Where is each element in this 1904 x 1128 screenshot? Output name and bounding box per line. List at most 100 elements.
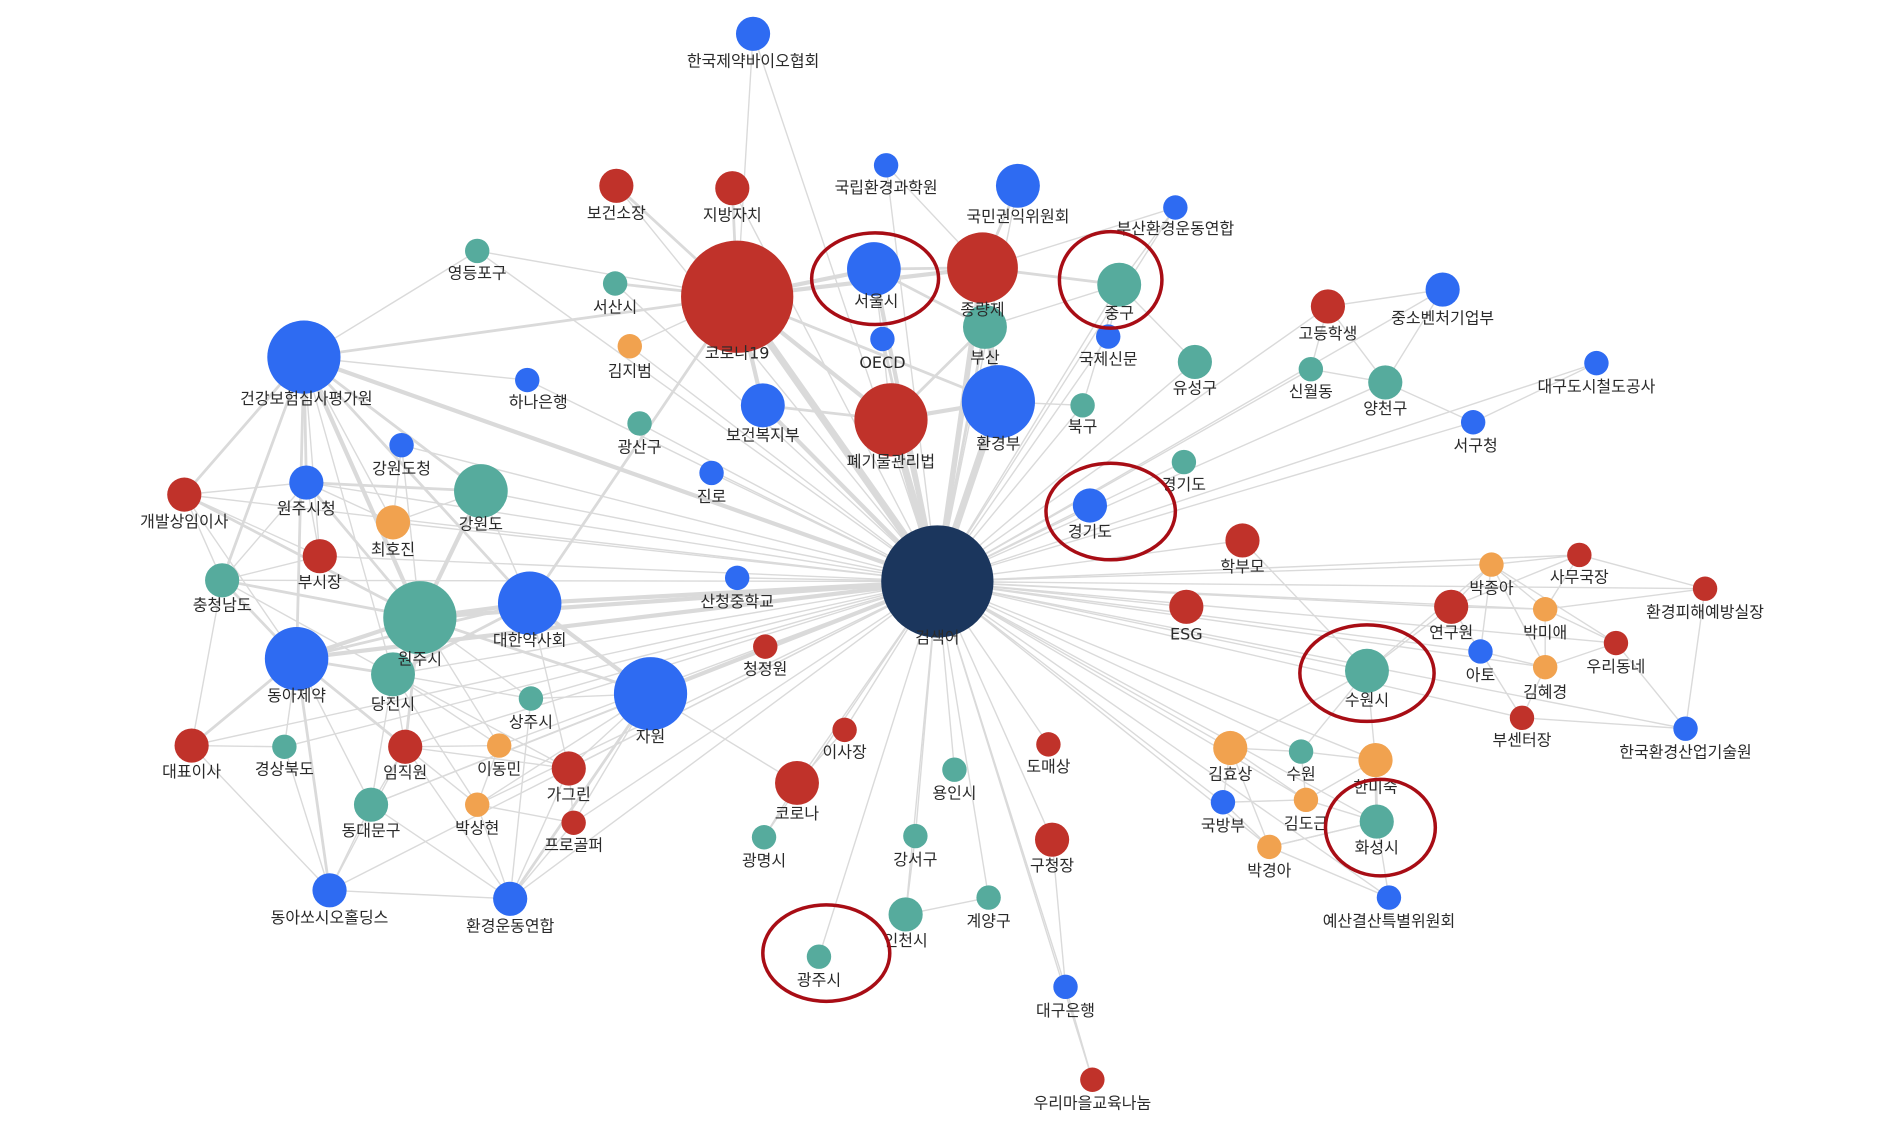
node-국민권익위원회[interactable] [995, 163, 1040, 208]
node-화성시[interactable] [1359, 804, 1394, 839]
node-경기도[interactable] [1072, 488, 1108, 523]
node-영등포구[interactable] [465, 238, 490, 264]
node-보건복지부[interactable] [740, 383, 785, 428]
edge [936, 580, 1368, 672]
node-강원도청[interactable] [389, 432, 414, 458]
node-계양구[interactable] [976, 885, 1001, 910]
node-환경피해예방실장[interactable] [1692, 576, 1718, 601]
node-ESG[interactable] [1169, 589, 1204, 624]
edge [1222, 799, 1307, 803]
node-수원시[interactable] [1345, 648, 1389, 693]
node-부센터장[interactable] [1509, 705, 1535, 731]
node-폐기물관리법[interactable] [854, 383, 928, 457]
node-프로골퍼[interactable] [561, 810, 586, 835]
node-우리마을교육나눔[interactable] [1080, 1067, 1105, 1092]
node-박종아[interactable] [1479, 552, 1504, 577]
node-도매상[interactable] [1036, 732, 1061, 757]
node-박경아[interactable] [1257, 834, 1282, 860]
node-김지범[interactable] [617, 334, 642, 359]
node-보건소장[interactable] [599, 168, 634, 203]
node-동아제약[interactable] [264, 626, 329, 691]
node-박미애[interactable] [1532, 597, 1558, 622]
node-동대문구[interactable] [353, 787, 389, 822]
node-한국환경산업기술원[interactable] [1673, 716, 1698, 741]
node-신월동[interactable] [1298, 356, 1324, 382]
node-한미숙[interactable] [1358, 742, 1393, 778]
node-국방부[interactable] [1210, 790, 1236, 815]
node-강원도[interactable] [454, 464, 508, 518]
node-광명시[interactable] [751, 825, 777, 850]
node-코로나[interactable] [775, 760, 819, 805]
node-코로나19[interactable] [681, 240, 794, 353]
node-최호진[interactable] [375, 505, 411, 540]
node-김도근[interactable] [1293, 787, 1319, 813]
node-인천시[interactable] [888, 897, 923, 932]
node-건강보험심사평가원[interactable] [267, 320, 341, 394]
node-고등학생[interactable] [1310, 289, 1346, 324]
node-임직원[interactable] [388, 729, 423, 764]
node-label: 수원 [1286, 764, 1315, 783]
node-종량제[interactable] [947, 232, 1018, 304]
node-부산환경운동연합[interactable] [1163, 195, 1188, 220]
node-김혜경[interactable] [1532, 654, 1558, 680]
node-상주시[interactable] [518, 686, 544, 711]
node-부산[interactable] [962, 304, 1007, 349]
node-환경운동연합[interactable] [493, 881, 528, 916]
node-대구은행[interactable] [1053, 974, 1078, 1000]
node-부시장[interactable] [302, 539, 337, 574]
node-동아쏘시오홀딩스[interactable] [312, 873, 347, 908]
node-하나은행[interactable] [515, 367, 540, 393]
node-가그린[interactable] [551, 751, 586, 786]
node-서구청[interactable] [1460, 410, 1486, 435]
node-사무국장[interactable] [1567, 542, 1592, 568]
node-청정원[interactable] [753, 634, 778, 659]
node-양천구[interactable] [1368, 365, 1403, 400]
node-label: 원주시청 [277, 499, 336, 518]
node-label: 김지범 [608, 361, 652, 380]
node-한국제약바이오협회[interactable] [735, 16, 771, 51]
node-label: 서울시 [854, 291, 898, 310]
node-중구[interactable] [1097, 262, 1142, 307]
node-대표이사[interactable] [174, 728, 209, 763]
node-북구[interactable] [1070, 393, 1095, 418]
node-용인시[interactable] [942, 757, 967, 782]
node-서울시[interactable] [847, 242, 901, 296]
node-광주시[interactable] [806, 944, 832, 969]
node-광산구[interactable] [627, 411, 652, 436]
node-연구원[interactable] [1434, 589, 1469, 624]
node-우리동네[interactable] [1603, 630, 1629, 656]
node-수원[interactable] [1288, 739, 1314, 764]
node-경기도[interactable] [1171, 449, 1197, 475]
node-지방자치[interactable] [715, 171, 750, 206]
node-학부모[interactable] [1225, 523, 1260, 558]
node-대구도시철도공사[interactable] [1584, 350, 1609, 376]
node-유성구[interactable] [1177, 344, 1212, 380]
node-OECD[interactable] [870, 326, 895, 352]
node-중소벤처기업부[interactable] [1425, 272, 1460, 307]
node-이사장[interactable] [832, 717, 857, 743]
node-충청남도[interactable] [205, 563, 240, 598]
node-검색어[interactable] [881, 525, 994, 638]
node-자원[interactable] [613, 657, 688, 731]
node-김효상[interactable] [1213, 730, 1248, 766]
node-아토[interactable] [1468, 639, 1493, 664]
node-원주시청[interactable] [289, 465, 324, 500]
node-예산결산특별위원회[interactable] [1376, 885, 1402, 910]
node-개발상임이사[interactable] [167, 477, 202, 512]
node-구청장[interactable] [1034, 822, 1070, 857]
node-환경부[interactable] [961, 365, 1035, 439]
node-원주시[interactable] [383, 581, 457, 655]
node-경상북도[interactable] [272, 734, 297, 759]
node-국제신문[interactable] [1096, 324, 1121, 349]
node-산청중학교[interactable] [724, 565, 750, 591]
node-서산시[interactable] [602, 271, 628, 296]
node-당진시[interactable] [371, 652, 415, 697]
node-이동민[interactable] [486, 733, 512, 758]
node-대한약사회[interactable] [497, 571, 562, 635]
node-국립환경과학원[interactable] [873, 153, 899, 178]
node-label: 보건복지부 [726, 425, 800, 444]
node-강서구[interactable] [903, 823, 928, 849]
node-진로[interactable] [699, 460, 724, 486]
node-박상현[interactable] [465, 792, 490, 817]
